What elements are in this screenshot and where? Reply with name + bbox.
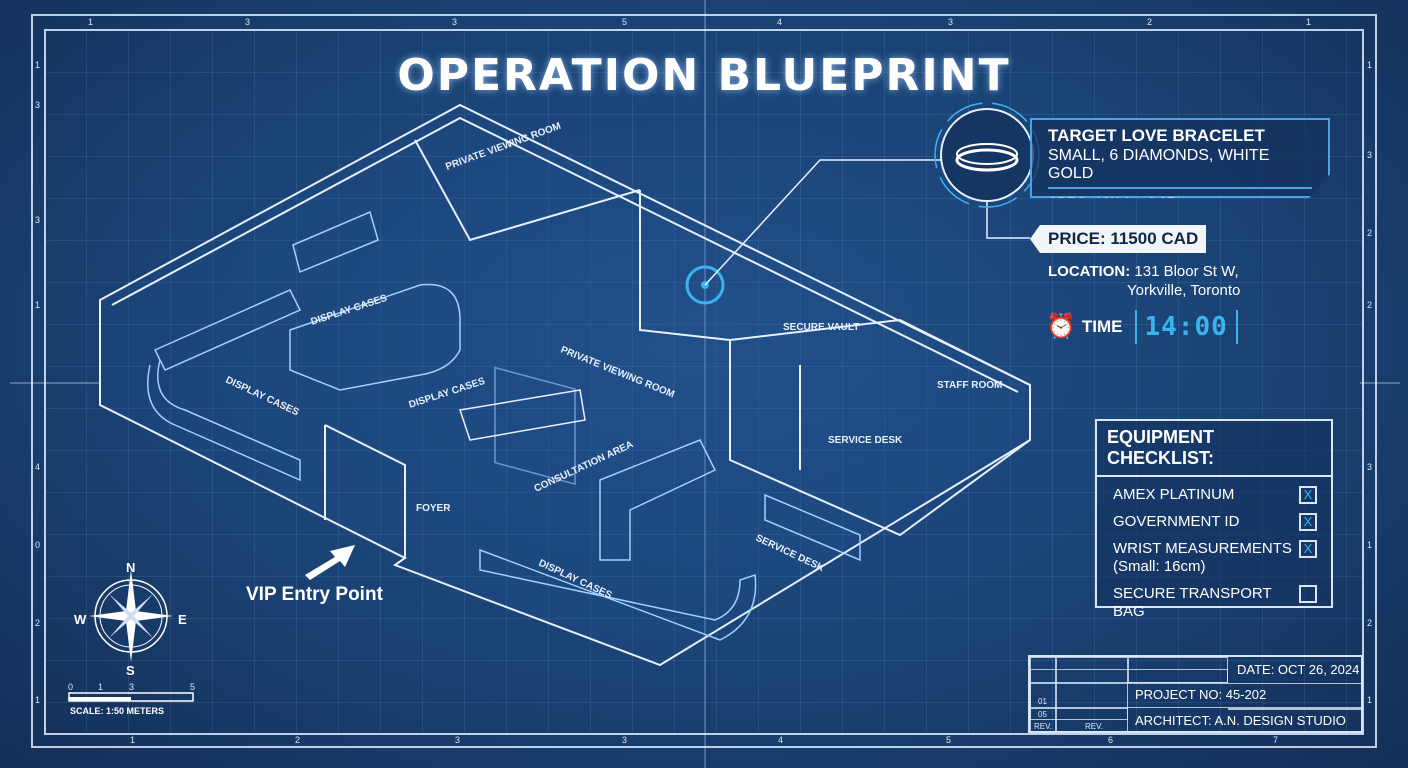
border-tick: 4 — [777, 17, 783, 27]
border-tick: 1 — [1367, 540, 1373, 550]
vault-target-icon — [685, 265, 725, 305]
target-name: TARGET LOVE BRACELET — [1048, 126, 1265, 145]
target-description: SMALL, 6 DIAMONDS, WHITE GOLD — [1048, 147, 1312, 189]
border-tick: 3 — [622, 735, 628, 745]
checklist-item-label: AMEX PLATINUM — [1113, 486, 1235, 503]
time-row: ⏰ TIME 14:00 — [1046, 310, 1238, 344]
bracelet-icon — [955, 143, 1019, 172]
border-tick: 2 — [35, 618, 41, 628]
border-tick: 1 — [35, 60, 41, 70]
outer-border — [31, 14, 1377, 748]
border-tick: 2 — [295, 735, 301, 745]
checklist-item[interactable]: WRIST MEASUREMENTS(Small: 16cm) X — [1097, 540, 1331, 576]
border-tick: 2 — [1367, 228, 1373, 238]
border-tick: 7 — [1273, 735, 1279, 745]
scale-label: SCALE: 1:50 METERS — [70, 706, 165, 716]
scale-tick: 3 — [129, 682, 135, 692]
checklist-item[interactable]: SECURE TRANSPORT BAG — [1097, 585, 1331, 621]
alarm-clock-icon: ⏰ — [1046, 313, 1076, 340]
border-tick: 2 — [1367, 300, 1373, 310]
compass-south: S — [126, 663, 135, 678]
room-label: STAFF ROOM — [937, 380, 1002, 391]
scale-tick: 5 — [190, 682, 196, 692]
title-block: DATE: OCT 26, 2024 PROJECT NO: 45-202 AR… — [1028, 655, 1363, 733]
equipment-checklist: EQUIPMENT CHECKLIST: AMEX PLATINUM X GOV… — [1095, 419, 1333, 620]
room-label: SECURE VAULT — [783, 322, 859, 333]
checklist-item-label: WRIST MEASUREMENTS — [1113, 540, 1292, 557]
border-tick: 3 — [452, 17, 458, 27]
border-tick: 1 — [88, 17, 94, 27]
scale-tick: 0 — [68, 682, 74, 692]
price-tag: PRICE: 11500 CAD — [1030, 225, 1206, 253]
border-tick: 3 — [35, 215, 41, 225]
architect-text: ARCHITECT: A.N. DESIGN STUDIO — [1135, 713, 1346, 728]
border-tick: 3 — [35, 100, 41, 110]
bracelet-callout-circle — [940, 108, 1034, 202]
entry-arrow-icon — [305, 545, 355, 580]
border-tick: 6 — [1108, 735, 1114, 745]
compass-west: W — [74, 612, 87, 627]
room-label: SERVICE DESK — [828, 435, 903, 446]
project-number: PROJECT NO: 45-202 — [1135, 687, 1267, 702]
location-line1: 131 Bloor St W, — [1134, 263, 1239, 280]
rev-number: 05 — [1038, 710, 1047, 719]
room-label: FOYER — [416, 503, 451, 514]
border-tick: 1 — [1306, 17, 1312, 27]
compass-north: N — [126, 560, 136, 575]
compass-rose-icon — [89, 570, 173, 662]
border-tick: 5 — [946, 735, 952, 745]
border-tick: 1 — [1367, 695, 1373, 705]
border-tick: 5 — [622, 17, 628, 27]
checkbox-checked[interactable]: X — [1299, 486, 1317, 504]
border-tick: 2 — [1367, 618, 1373, 628]
date-text: DATE: OCT 26, 2024 — [1237, 662, 1360, 677]
checklist-item-label: SECURE TRANSPORT BAG — [1113, 585, 1272, 620]
inner-border — [44, 29, 1364, 735]
time-label: TIME — [1081, 317, 1123, 336]
border-tick: 3 — [455, 735, 461, 745]
border-tick: 3 — [1367, 150, 1373, 160]
border-tick: 0 — [35, 540, 41, 550]
checkbox-unchecked[interactable] — [1299, 585, 1317, 603]
checklist-item-label: GOVERNMENT ID — [1113, 513, 1240, 530]
rev-label: REV. — [1085, 722, 1103, 731]
rev-number: 01 — [1038, 697, 1047, 706]
checkbox-checked[interactable]: X — [1299, 513, 1317, 531]
building-walls — [99, 103, 1031, 667]
border-tick: 1 — [35, 300, 41, 310]
target-spec-panel: TARGET LOVE BRACELET SMALL, 6 DIAMONDS, … — [1030, 118, 1330, 198]
border-tick: 1 — [35, 695, 41, 705]
checkbox-checked[interactable]: X — [1299, 540, 1317, 558]
border-tick: 1 — [1367, 60, 1373, 70]
price-callout-line — [986, 200, 1030, 239]
display-case-outlines — [147, 210, 861, 641]
checklist-item[interactable]: AMEX PLATINUM X — [1097, 486, 1331, 504]
border-tick: 4 — [35, 462, 41, 472]
border-tick: 2 — [1147, 17, 1153, 27]
border-tick: 3 — [245, 17, 251, 27]
compass-east: E — [178, 612, 187, 627]
callout-line — [704, 159, 942, 286]
rev-label: REV. — [1034, 722, 1052, 731]
location-line2: Yorkville, Toronto — [1127, 282, 1241, 299]
border-tick: 3 — [948, 17, 954, 27]
location-block: LOCATION: 131 Bloor St W, Yorkville, Tor… — [1048, 262, 1240, 300]
time-display: 14:00 — [1134, 310, 1238, 344]
border-tick: 3 — [1367, 462, 1373, 472]
spec-value: 18K Au, 0.87ct — [1095, 194, 1186, 198]
scale-tick: 1 — [98, 682, 104, 692]
page-title: OPERATION BLUEPRINT — [397, 50, 1011, 101]
checklist-title: EQUIPMENT CHECKLIST: — [1097, 421, 1331, 477]
vip-entry-label: VIP Entry Point — [246, 584, 383, 605]
checklist-item-sub: (Small: 16cm) — [1113, 558, 1206, 575]
border-tick: 1 — [130, 735, 136, 745]
spec-label: SPEC: — [1048, 194, 1091, 198]
location-label: LOCATION: — [1048, 263, 1131, 280]
checklist-item[interactable]: GOVERNMENT ID X — [1097, 513, 1331, 531]
scale-bar — [68, 692, 194, 702]
border-tick: 4 — [778, 735, 784, 745]
